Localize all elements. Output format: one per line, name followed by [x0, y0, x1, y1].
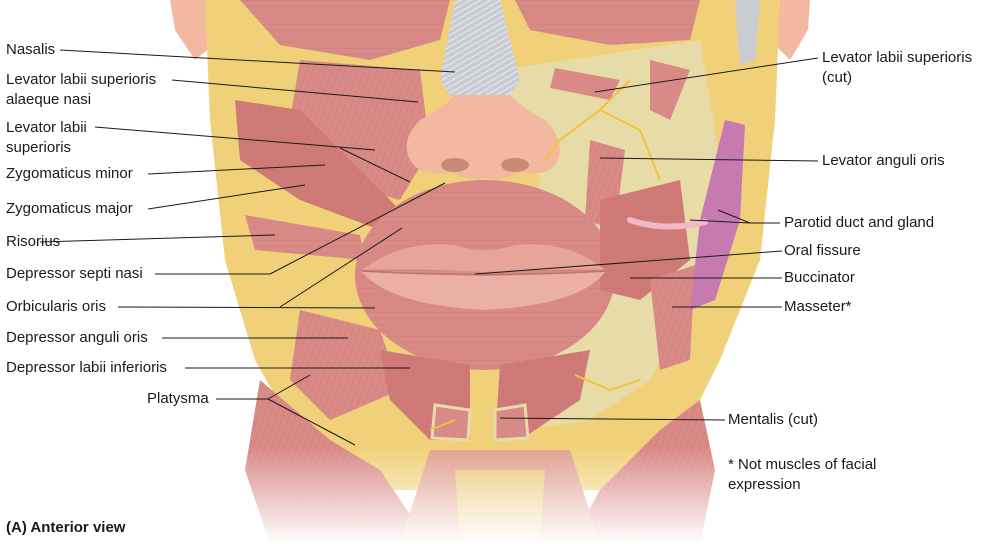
label-masseter: Masseter*: [784, 298, 852, 315]
label-levator-labii-superioris-alaeque-nasi: Levator labii superioris alaeque nasi: [6, 71, 157, 108]
leader-depressor-septi-2: [269, 182, 446, 275]
leader-zygomaticus-minor: [147, 164, 326, 175]
leader-mentalis: [499, 417, 726, 421]
leader-platysma-3: [267, 398, 356, 446]
leader-orbicularis: [117, 306, 376, 309]
leader-lines-left: [39, 49, 456, 446]
label-risorius: Risorius: [6, 233, 61, 250]
leader-levator-anguli: [599, 157, 819, 162]
leader-levator-alaeque: [171, 79, 419, 103]
leader-orbicularis-2: [279, 227, 403, 308]
leader-zygomaticus-major: [147, 184, 306, 210]
label-levator-labii-superioris-cut: Levator labii superioris (cut): [822, 49, 973, 86]
label-oral-fissure: Oral fissure: [784, 242, 861, 259]
label-levator-labii-superioris: Levator labii superioris: [6, 119, 87, 156]
figure-caption: (A) Anterior view: [6, 519, 126, 536]
label-platysma: Platysma: [147, 390, 209, 407]
label-depressor-labii-inferioris: Depressor labii inferioris: [6, 359, 167, 376]
label-levator-anguli-oris: Levator anguli oris: [822, 152, 945, 169]
leader-levator-labii-2: [339, 147, 411, 183]
leader-platysma-2: [267, 374, 311, 400]
label-nasalis: Nasalis: [6, 41, 56, 58]
leader-lines-right: [474, 57, 819, 421]
footnote-not-facial-expression: * Not muscles of facial expression: [728, 456, 877, 493]
label-zygomaticus-major: Zygomaticus major: [6, 200, 133, 217]
label-depressor-septi-nasi: Depressor septi nasi: [6, 265, 143, 282]
leader-oral-fissure: [474, 250, 783, 275]
leader-nasalis: [59, 49, 456, 73]
leader-levator-cut: [594, 57, 819, 93]
label-depressor-anguli-oris: Depressor anguli oris: [6, 329, 148, 346]
label-mentalis-cut: Mentalis (cut): [728, 411, 819, 428]
label-parotid-duct-and-gland: Parotid duct and gland: [784, 214, 935, 231]
leader-levator-labii: [94, 126, 376, 151]
label-orbicularis-oris: Orbicularis oris: [6, 298, 107, 315]
leader-parotid-3: [717, 209, 751, 224]
label-zygomaticus-minor: Zygomaticus minor: [6, 165, 133, 182]
leader-risorius: [39, 234, 276, 243]
leader-parotid-2: [689, 219, 751, 224]
label-buccinator: Buccinator: [784, 269, 855, 286]
